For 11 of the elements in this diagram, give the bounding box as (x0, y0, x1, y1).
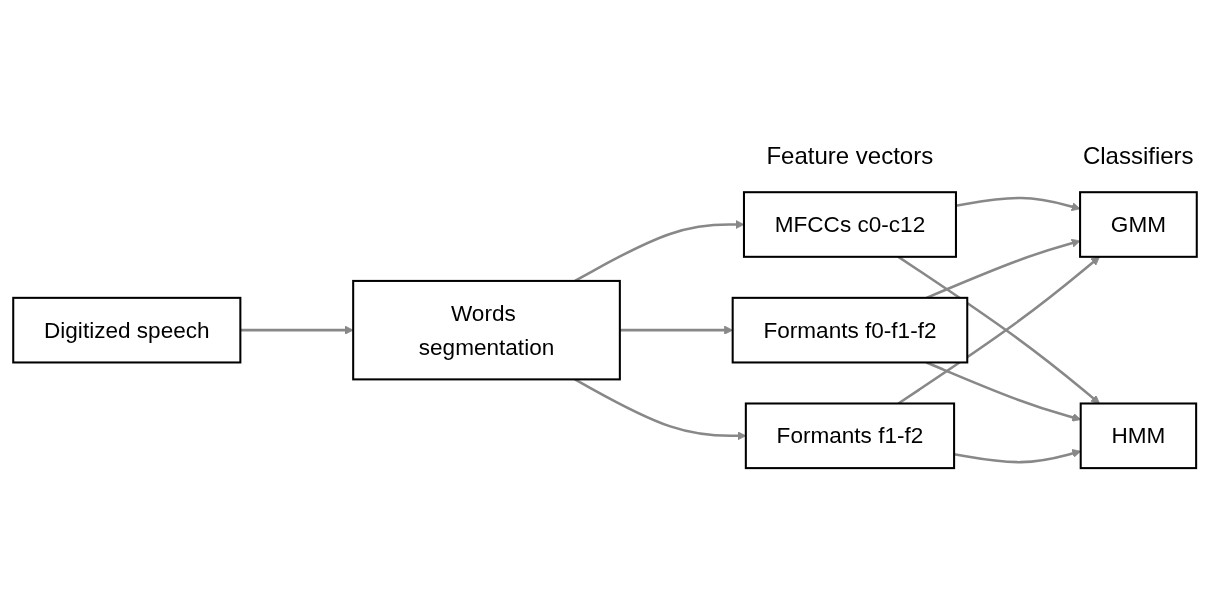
node-box: MFCCs c0-c12 (742, 191, 957, 258)
node-box: HMM (1079, 402, 1198, 469)
node-box: Formants f1-f2 (744, 402, 956, 469)
arrow (240, 325, 354, 335)
node-box: Digitized speech (12, 296, 242, 364)
column-heading: Feature vectors (766, 142, 934, 171)
node-box: GMM (1079, 191, 1198, 258)
column-heading: Classifiers (1082, 142, 1194, 171)
arrow (955, 196, 1081, 211)
node-box: Words segmentation (352, 279, 621, 381)
node-box: Formants f0-f1-f2 (731, 296, 969, 364)
